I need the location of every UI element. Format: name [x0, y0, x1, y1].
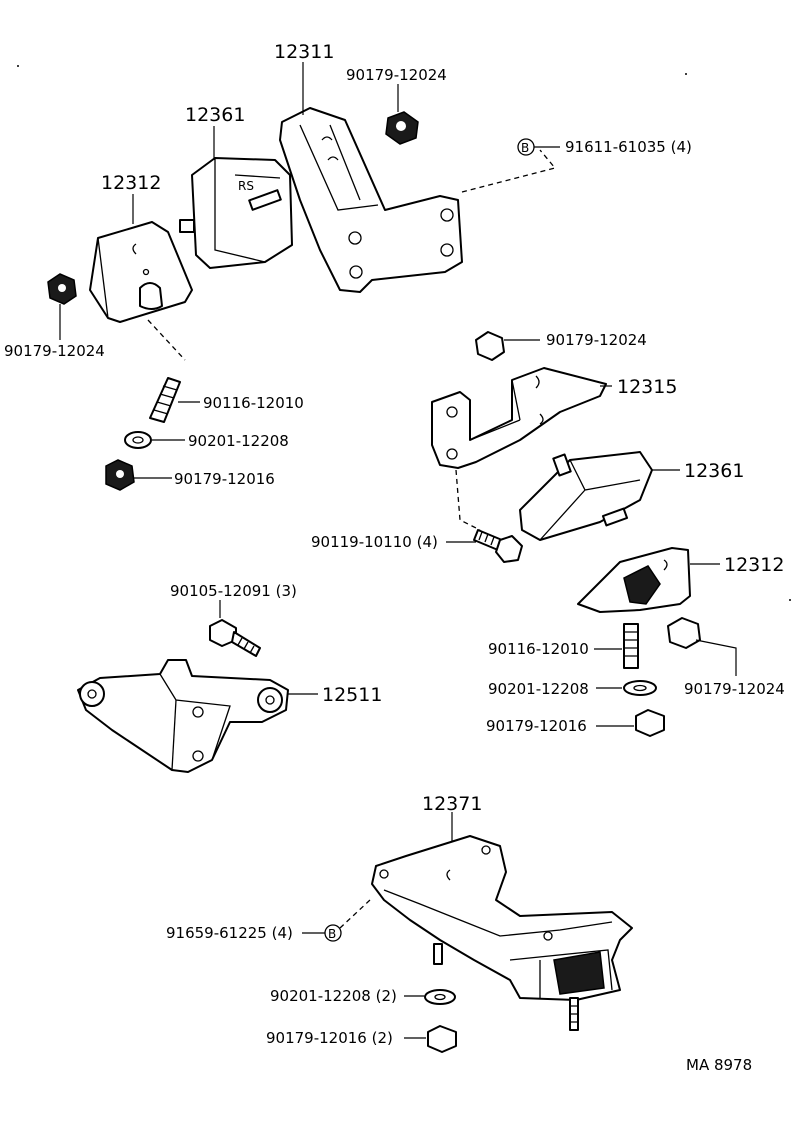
bolt-90105-12091	[209, 619, 261, 657]
engine-mount-insulator-12361-top: RS	[179, 157, 293, 269]
engine-mount-bracket-12511	[77, 659, 289, 773]
crossmember-12371	[371, 835, 633, 1031]
label-12361-top: 12361	[185, 104, 245, 126]
nut-90179-12024-top	[385, 111, 419, 145]
label-90179-12016-mid: 90179-12016	[486, 717, 587, 735]
label-90201-12208-bottom: 90201-12208 (2)	[270, 987, 397, 1005]
diagram-code: MA 8978	[686, 1056, 752, 1074]
label-12312-top: 12312	[101, 172, 161, 194]
nut-90179-12016-top	[105, 459, 135, 491]
engine-mount-bracket-12312-mid	[577, 547, 691, 613]
svg-text:B: B	[521, 141, 529, 155]
label-90179-12024-mid: 90179-12024	[546, 331, 647, 349]
engine-mount-bracket-12311	[279, 107, 463, 293]
svg-text:B: B	[328, 927, 336, 941]
label-12361-mid: 12361	[684, 460, 744, 482]
stud-90116-12010-top	[149, 377, 181, 423]
label-12312-mid: 12312	[724, 554, 784, 576]
label-90201-12208-top: 90201-12208	[188, 432, 289, 450]
nut-90179-12024-right	[667, 617, 701, 649]
label-91659-61225: 91659-61225 (4)	[166, 924, 293, 942]
label-90116-12010-mid: 90116-12010	[488, 640, 589, 658]
label-90179-12024-top: 90179-12024	[346, 66, 447, 84]
label-90105-12091: 90105-12091 (3)	[170, 582, 297, 600]
nut-90179-12016-bottom	[427, 1025, 457, 1053]
stud-90116-12010-mid	[623, 623, 639, 669]
label-91611-61035: 91611-61035 (4)	[565, 138, 692, 156]
engine-mount-bracket-12315	[431, 367, 607, 469]
label-90179-12016-bottom: 90179-12016 (2)	[266, 1029, 393, 1047]
nut-90179-12024-left	[47, 273, 77, 305]
washer-90201-12208-top	[124, 431, 152, 449]
label-90116-12010-top: 90116-12010	[203, 394, 304, 412]
engine-mount-bracket-12312-top	[89, 221, 193, 323]
label-90179-12024-left: 90179-12024	[4, 342, 105, 360]
svg-text:RS: RS	[238, 179, 254, 193]
label-90119-10110: 90119-10110 (4)	[311, 533, 438, 551]
label-90179-12024-right: 90179-12024	[684, 680, 785, 698]
badge-b-bottom: B	[324, 924, 342, 942]
nut-90179-12024-mid	[475, 331, 505, 361]
nut-90179-12016-mid	[635, 709, 665, 737]
label-12511: 12511	[322, 684, 382, 706]
label-12315: 12315	[617, 376, 677, 398]
label-12311: 12311	[274, 41, 334, 63]
badge-b-top: B	[517, 138, 535, 156]
label-12371: 12371	[422, 793, 482, 815]
engine-mount-insulator-12361-mid	[519, 451, 653, 541]
washer-90201-12208-bottom	[424, 989, 456, 1005]
bolt-90119-10110	[473, 529, 523, 563]
washer-90201-12208-mid	[623, 680, 657, 696]
label-90179-12016-top: 90179-12016	[174, 470, 275, 488]
label-90201-12208-mid: 90201-12208	[488, 680, 589, 698]
